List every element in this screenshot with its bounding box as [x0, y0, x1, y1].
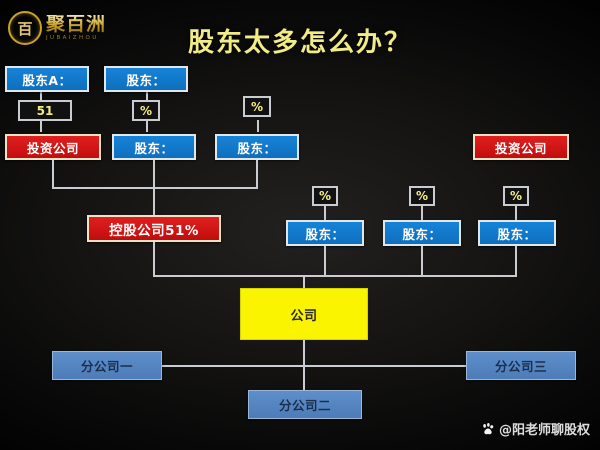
- brand-logo: 百 聚百洲 JUBAIZHOU: [8, 6, 128, 50]
- node-branch-1[interactable]: 分公司一: [52, 351, 162, 380]
- connector-pct-right1-down: [324, 206, 326, 220]
- percent-chip-51[interactable]: 51: [18, 100, 72, 121]
- connector-bus-to-company: [303, 275, 305, 289]
- node-shareholder-top-2[interactable]: 股东：: [104, 66, 188, 92]
- node-label: 股东：: [305, 226, 345, 242]
- logo-name-en: JUBAIZHOU: [46, 34, 99, 41]
- node-label: 股东A：: [22, 72, 72, 88]
- connector-shareholder-mid2-down: [256, 160, 258, 188]
- page-title: 股东太多怎么办？: [187, 28, 412, 58]
- node-label: 分公司一: [80, 359, 133, 374]
- percent-value: %: [250, 99, 264, 114]
- node-company[interactable]: 公司: [240, 288, 368, 340]
- node-shareholder-a[interactable]: 股东A：: [5, 66, 89, 92]
- connector-company-to-branch1: [162, 365, 303, 367]
- node-label: 公司: [290, 308, 318, 324]
- node-shareholder-right-2[interactable]: 股东：: [383, 220, 461, 246]
- percent-value: 51: [36, 103, 54, 118]
- node-shareholder-mid-2[interactable]: 股东：: [215, 134, 299, 160]
- connector-right2-down: [421, 246, 423, 276]
- connector-percent-to-shareholder-b: [146, 120, 148, 132]
- node-shareholder-mid-1[interactable]: 股东：: [112, 134, 196, 160]
- node-shareholder-right-1[interactable]: 股东：: [286, 220, 364, 246]
- logo-emblem-icon: 百: [8, 11, 42, 45]
- node-holding-company[interactable]: 控股公司51%: [87, 215, 221, 242]
- connector-right3-down: [515, 246, 517, 276]
- node-branch-2[interactable]: 分公司二: [248, 390, 362, 419]
- node-label: 分公司三: [494, 359, 547, 374]
- connector-bus-horizontal-bottom: [153, 275, 517, 277]
- logo-wordmark: 聚百洲 JUBAIZHOU: [46, 12, 107, 42]
- baidu-paw-icon: [481, 422, 495, 436]
- connector-holding-down: [153, 242, 155, 276]
- percent-value: %: [509, 189, 523, 203]
- connector-percent-to-shareholder-c: [257, 120, 259, 132]
- percent-chip-right-3[interactable]: %: [503, 186, 529, 206]
- node-label: 投资公司: [494, 140, 547, 156]
- connector-shareholder-mid1-down: [153, 160, 155, 188]
- logo-name-cn: 聚百洲: [46, 12, 107, 35]
- node-label: 股东：: [134, 140, 174, 156]
- connector-shareholderA-to-percent: [40, 90, 42, 102]
- percent-chip-right-2[interactable]: %: [409, 186, 435, 206]
- percent-value: %: [415, 189, 429, 203]
- connector-shareholder-to-percent: [146, 90, 148, 102]
- node-label: 控股公司51%: [109, 222, 199, 239]
- node-label: 分公司二: [278, 398, 331, 413]
- connector-right1-down: [324, 246, 326, 276]
- percent-chip-right-1[interactable]: %: [312, 186, 338, 206]
- connector-bus-to-holding: [153, 187, 155, 215]
- node-label: 股东：: [402, 226, 442, 242]
- node-investment-company-right[interactable]: 投资公司: [473, 134, 569, 160]
- connector-bus-horizontal-top: [52, 187, 258, 189]
- percent-chip-top-2[interactable]: %: [132, 100, 160, 121]
- node-shareholder-right-3[interactable]: 股东：: [478, 220, 556, 246]
- watermark-text: @阳老师聊股权: [498, 423, 590, 438]
- node-investment-company-left[interactable]: 投资公司: [5, 134, 101, 160]
- node-branch-3[interactable]: 分公司三: [466, 351, 576, 380]
- connector-percent-to-investment: [40, 120, 42, 132]
- connector-investment-down: [52, 160, 54, 188]
- percent-value: %: [139, 103, 153, 118]
- node-label: 股东：: [237, 140, 277, 156]
- connector-pct-right3-down: [515, 206, 517, 220]
- connector-pct-right2-down: [421, 206, 423, 220]
- percent-value: %: [318, 189, 332, 203]
- node-label: 投资公司: [26, 140, 79, 156]
- node-label: 股东：: [126, 72, 166, 88]
- percent-chip-top-3[interactable]: %: [243, 96, 271, 117]
- watermark: @阳老师聊股权: [481, 419, 590, 438]
- connector-company-to-branch3: [303, 365, 466, 367]
- node-label: 股东：: [497, 226, 537, 242]
